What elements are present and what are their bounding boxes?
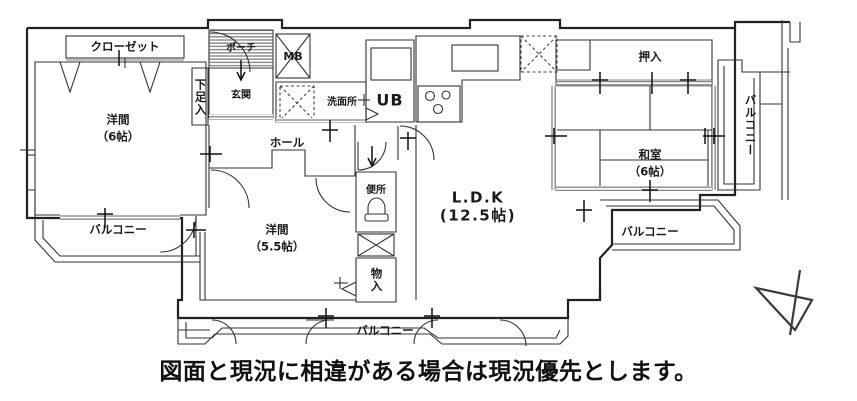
label-monoire: 物入 [370,267,384,293]
room-hall: ホール [208,125,356,213]
label-washitsu-name: 和室 [639,148,662,162]
room-monoire: 物入 [334,257,397,303]
dimension-marks [118,50,338,162]
building-right-edge [760,20,801,200]
label-ldk-name: L.D.K [452,189,505,207]
label-getabako: 下足入 [194,78,208,116]
room-oshiire: 押入 [555,39,713,94]
label-yoma55-size: （5.5帖） [250,240,305,254]
label-mb: MB [283,50,302,63]
room-ldk: L.D.K (12.5帖) [397,125,516,300]
kitchen-counter [415,35,521,123]
balcony-right-vertical: バルコニー [717,59,790,191]
label-washitsu-size: （6帖） [629,165,672,179]
label-balcony-bottom: バルコニー [356,324,413,338]
pipe-shaft [520,35,558,73]
room-yoma-55jo: 洋間 （5.5帖） [199,223,356,301]
room-genkan: 玄関 [208,60,274,120]
label-genkan: 玄関 [231,88,251,101]
room-getabako: 下足入 [191,67,209,126]
disclaimer-caption: 図面と現況に相違がある場合は現況優先とします。 [159,359,698,385]
stove [417,85,461,123]
room-washitsu: 和室 （6帖） [545,86,725,202]
label-ldk-size: (12.5帖) [440,207,516,225]
label-yoma6-name: 洋間 [107,113,130,127]
north-arrow-icon [752,269,814,336]
label-senmenjo: 洗面所 [327,95,357,108]
room-ub: UB [358,39,415,123]
label-yoma55-name: 洋間 [266,223,289,237]
label-ub: UB [376,91,403,110]
storage-cross [357,233,395,257]
balcony-bottom: バルコニー [177,308,569,347]
room-yoma-6jo: 洋間 （6帖） [20,61,207,216]
label-balcony-right-lower: バルコニー [621,225,678,239]
label-balcony-left: バルコニー [89,223,146,237]
label-balcony-right: バルコニー [744,94,758,157]
burner-icon [424,90,436,102]
kitchen-sink [451,44,499,72]
balcony-left: バルコニー [34,208,206,263]
balcony-right-lower: バルコニー [576,199,741,251]
room-mb: MB [275,33,311,79]
burner-icon [432,103,444,115]
burner-icon [441,90,451,100]
label-yoma6-size: （6帖） [97,130,140,144]
label-oshiire: 押入 [639,50,662,64]
label-benjo: 便所 [366,183,386,196]
room-benjo: 便所 [355,141,397,233]
label-closet: クローゼット [91,40,160,54]
label-hall: ホール [270,136,305,150]
